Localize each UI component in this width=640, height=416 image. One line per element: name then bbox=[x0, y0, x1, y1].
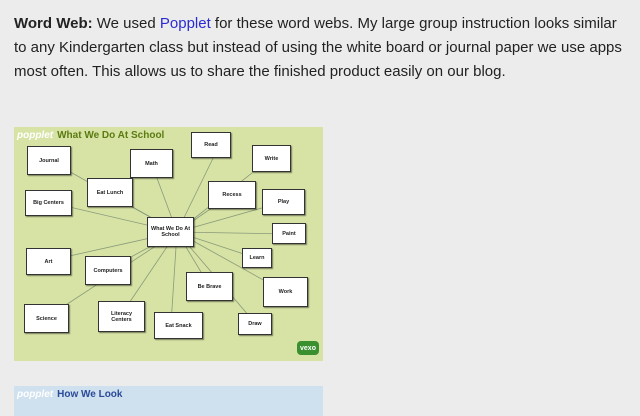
node-journal: Journal bbox=[27, 146, 71, 175]
node-eat-lunch: Eat Lunch bbox=[87, 178, 133, 207]
node-recess: Recess bbox=[208, 181, 256, 209]
node-big-centers: Big Centers bbox=[25, 190, 72, 216]
post-text-before-link: We used bbox=[92, 15, 160, 32]
popplet-title: What We Do At School bbox=[57, 130, 165, 141]
node-be-brave: Be Brave bbox=[186, 272, 233, 301]
popplet2-brand: popplet bbox=[17, 389, 54, 400]
node-eat-snack: Eat Snack bbox=[154, 312, 203, 339]
node-center-topic: What We Do At School bbox=[147, 217, 194, 247]
post-paragraph: Word Web: We used Popplet for these word… bbox=[14, 12, 626, 84]
popplet-brand: popplet bbox=[17, 130, 54, 141]
node-literacy-centers: Literacy Centers bbox=[98, 301, 145, 332]
popplet2-title: How We Look bbox=[57, 389, 123, 400]
node-learn: Learn bbox=[242, 248, 272, 268]
node-computers: Computers bbox=[85, 256, 131, 285]
node-math: Math bbox=[130, 149, 173, 178]
node-paint: Paint bbox=[272, 223, 306, 244]
node-read: Read bbox=[191, 132, 231, 158]
word-web-heading: Word Web: bbox=[14, 15, 93, 32]
vexo-badge: vexo bbox=[297, 341, 319, 355]
post-text-after-link: for these word webs. My large group inst… bbox=[14, 15, 622, 80]
popplet-link[interactable]: Popplet bbox=[159, 15, 211, 32]
node-write: Write bbox=[252, 145, 291, 172]
node-science: Science bbox=[24, 304, 69, 333]
node-art: Art bbox=[26, 248, 71, 275]
node-play: Play bbox=[262, 189, 305, 215]
node-draw: Draw bbox=[238, 313, 272, 335]
node-work: Work bbox=[263, 277, 308, 307]
